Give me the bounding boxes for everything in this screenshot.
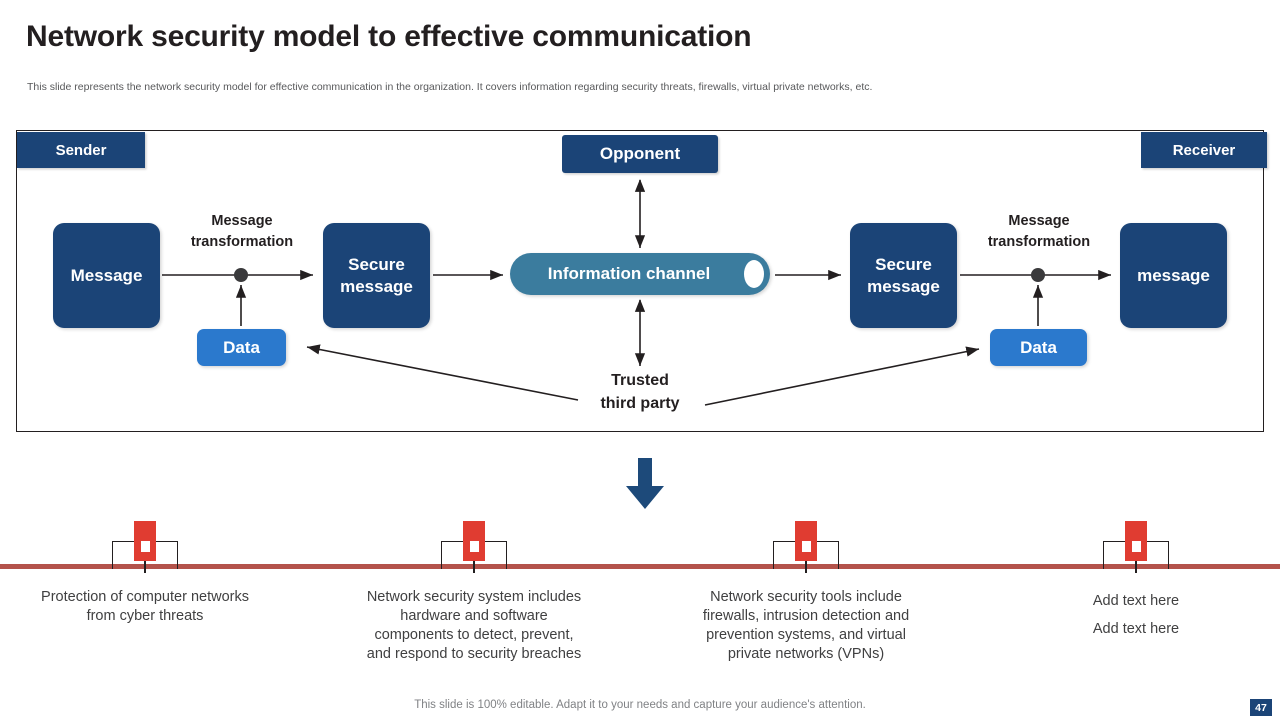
page-subtitle: This slide represents the network securi… xyxy=(27,81,873,93)
page-title: Network security model to effective comm… xyxy=(26,20,752,53)
marker-stem xyxy=(473,551,475,573)
badge-receiver-label: Receiver xyxy=(1172,141,1236,159)
timeline-caption-2: Network security system includes hardwar… xyxy=(366,589,582,663)
badge-opponent-label: Opponent xyxy=(599,144,681,163)
badge-opponent[interactable]: Opponent xyxy=(562,135,718,173)
information-channel-label: Information channel xyxy=(547,264,711,283)
label-trusted-third-party: Trusted third party xyxy=(600,372,680,412)
label-message-transformation-left: Message transformation xyxy=(190,213,294,251)
timeline-marker-2[interactable] xyxy=(419,521,529,573)
timeline-marker-1[interactable] xyxy=(90,521,200,573)
node-message-sender[interactable]: Message xyxy=(53,223,160,328)
timeline-caption-1: Protection of computer networks from cyb… xyxy=(41,589,249,625)
information-channel[interactable]: Information channel xyxy=(510,253,770,295)
timeline-marker-4[interactable] xyxy=(1081,521,1191,573)
page-number: 47 xyxy=(1250,699,1272,716)
badge-sender[interactable]: Sender xyxy=(17,132,145,168)
node-message-sender-label: Message xyxy=(70,265,143,285)
map-pin-hole xyxy=(1132,541,1141,552)
node-message-receiver-label: message xyxy=(1137,265,1210,285)
timeline-caption-3: Network security tools include firewalls… xyxy=(702,589,910,663)
node-secure-message-receiver-label: Secure message xyxy=(867,254,940,296)
data-pill-sender-label: Data xyxy=(223,337,260,357)
map-pin-hole xyxy=(470,541,479,552)
node-message-receiver[interactable]: message xyxy=(1120,223,1227,328)
timeline-marker-3[interactable] xyxy=(751,521,861,573)
footer-note: This slide is 100% editable. Adapt it to… xyxy=(414,699,866,711)
node-secure-message-receiver[interactable]: Secure message xyxy=(850,223,957,328)
label-message-transformation-right: Message transformation xyxy=(987,213,1091,251)
map-pin-hole xyxy=(141,541,150,552)
timeline-caption-4: Add text here Add text here xyxy=(1092,593,1180,637)
data-pill-sender[interactable]: Data xyxy=(197,329,286,366)
badge-receiver[interactable]: Receiver xyxy=(1141,132,1267,168)
marker-stem xyxy=(805,551,807,573)
marker-stem xyxy=(1135,551,1137,573)
arrow-down-icon xyxy=(626,458,664,509)
node-secure-message-sender-label: Secure message xyxy=(340,254,413,296)
badge-sender-label: Sender xyxy=(55,141,107,159)
marker-stem xyxy=(144,551,146,573)
data-pill-receiver[interactable]: Data xyxy=(990,329,1087,366)
data-pill-receiver-label: Data xyxy=(1020,337,1057,357)
node-secure-message-sender[interactable]: Secure message xyxy=(323,223,430,328)
map-pin-hole xyxy=(802,541,811,552)
cylinder-cap-icon xyxy=(743,259,765,289)
timeline-rule xyxy=(0,564,1280,569)
